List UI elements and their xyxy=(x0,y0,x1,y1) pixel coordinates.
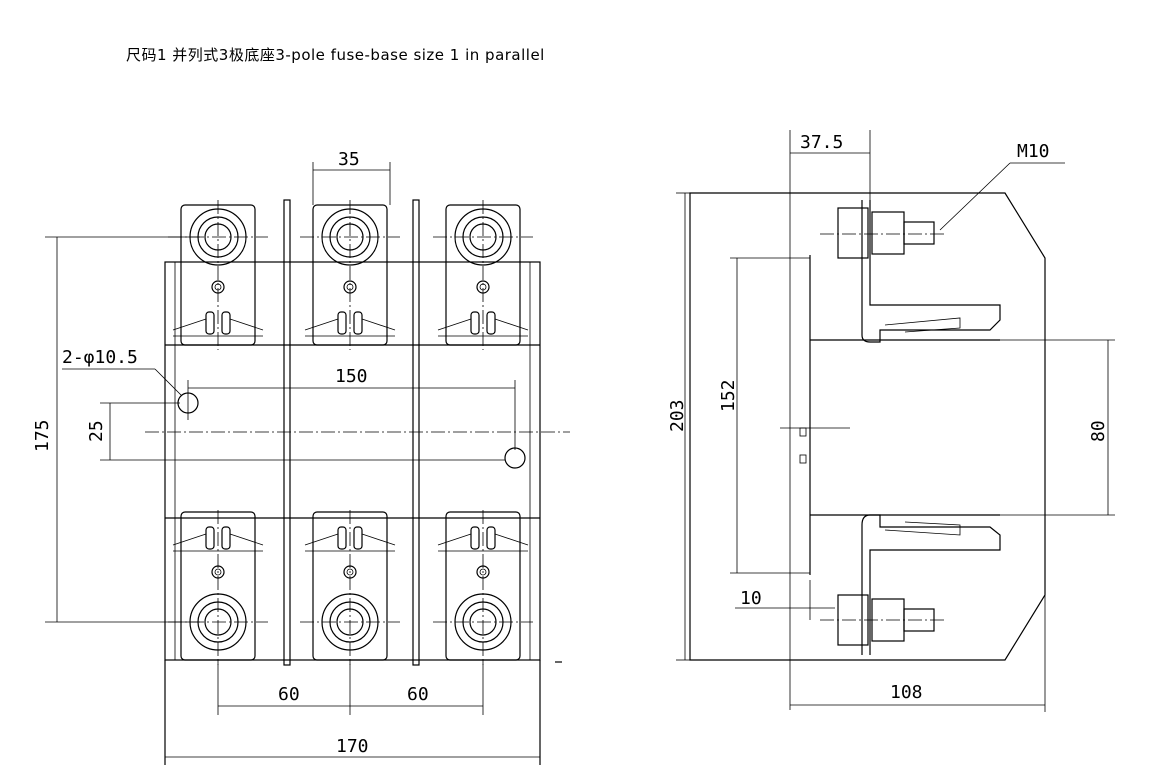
phase-barrier xyxy=(412,199,420,666)
front-view: 35 2-φ10.5 150 25 175 60 60 170 xyxy=(32,149,570,765)
mounting-hole xyxy=(504,447,526,469)
phase-barrier xyxy=(283,199,291,666)
clip-spring xyxy=(470,311,480,335)
side-view: 37.5 M10 203 152 80 10 108 xyxy=(667,130,1115,712)
dim-pitch-right: 60 xyxy=(407,684,429,705)
clip-spring xyxy=(205,311,215,335)
dim-overall-width: 170 xyxy=(336,736,369,757)
dim-terminal-depth: 37.5 xyxy=(800,132,843,153)
dim-hole-offset: 25 xyxy=(86,420,107,442)
dim-pitch-left: 60 xyxy=(278,684,300,705)
dim-overall-height: 203 xyxy=(667,399,688,432)
dim-terminal-spacing: 175 xyxy=(32,419,53,452)
drawing-title: 尺码1 并列式3极底座3-pole fuse-base size 1 in pa… xyxy=(126,46,545,64)
clip-spring xyxy=(337,311,347,335)
dim-base-thickness: 10 xyxy=(740,588,762,609)
dim-hole-spacing: 150 xyxy=(335,366,368,387)
clip-spring xyxy=(205,526,215,550)
clip-spring xyxy=(470,526,480,550)
base-outline xyxy=(164,261,541,661)
clip-spring xyxy=(337,526,347,550)
dim-contact-span: 152 xyxy=(718,379,739,412)
dim-overall-depth: 108 xyxy=(890,682,923,703)
bolt-lower xyxy=(820,594,945,646)
dim-clip-span: 80 xyxy=(1088,420,1109,442)
dim-pole-width: 35 xyxy=(338,149,360,170)
bolt-upper xyxy=(820,207,945,259)
dim-thread: M10 xyxy=(1017,141,1050,162)
dim-hole-spec: 2-φ10.5 xyxy=(62,347,138,368)
